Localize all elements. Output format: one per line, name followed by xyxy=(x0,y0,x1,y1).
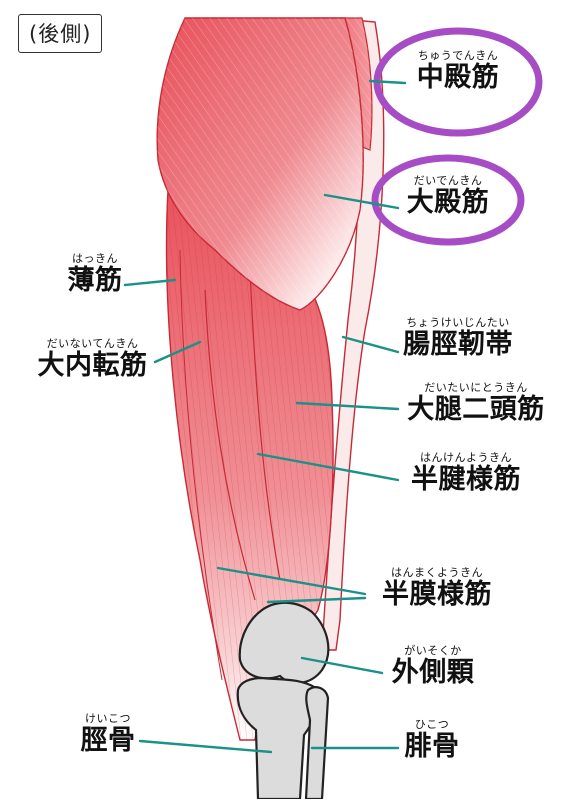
name-lateral-condyle: 外側顆 xyxy=(391,657,475,688)
name-gracilis: 薄筋 xyxy=(67,265,123,296)
name-gluteus-medius: 中殿筋 xyxy=(416,62,500,93)
name-semimembranosus: 半膜様筋 xyxy=(382,579,492,610)
label-fibula: ひこつ 腓骨 xyxy=(396,718,468,763)
ruby-fibula: ひこつ xyxy=(414,718,450,731)
label-lateral-condyle: がいそくか 外側顆 xyxy=(378,644,488,689)
label-gracilis: はっきん 薄筋 xyxy=(60,252,130,297)
label-semimembranosus: はんまくようきん 半膜様筋 xyxy=(362,566,512,611)
name-biceps-femoris: 大腿二頭筋 xyxy=(407,394,545,425)
leader-line-gluteus-medius xyxy=(368,79,407,85)
leader-line-adductor-magnus xyxy=(153,340,202,364)
leader-line-tibia xyxy=(138,739,273,754)
ruby-adductor-magnus: だいないてんきん xyxy=(46,337,139,350)
name-gluteus-maximus: 大殿筋 xyxy=(406,187,490,218)
label-iliotibial-band: ちょうけいじんたい 腸脛靭帯 xyxy=(392,316,524,361)
gluteus-maximus-shape xyxy=(156,17,364,311)
view-indicator: (後側) xyxy=(18,14,103,53)
leader-line-biceps-femoris xyxy=(295,401,400,411)
leader-line-iliotibial-band xyxy=(341,335,400,354)
ruby-semitendinosus: はんけんようきん xyxy=(420,451,512,464)
iliotibial-band-shape xyxy=(321,19,385,651)
label-tibia: けいこつ 脛骨 xyxy=(72,712,144,757)
name-fibula: 腓骨 xyxy=(404,731,460,762)
leader-line-lateral-condyle xyxy=(300,656,384,675)
name-iliotibial-band: 腸脛靭帯 xyxy=(403,329,513,360)
fibula-shape xyxy=(304,686,330,801)
ruby-iliotibial-band: ちょうけいじんたい xyxy=(406,316,510,329)
label-gluteus-maximus: だいでんきん 大殿筋 xyxy=(392,174,504,219)
ruby-gracilis: はっきん xyxy=(72,252,118,265)
name-semitendinosus: 半腱様筋 xyxy=(411,464,521,495)
label-semitendinosus: はんけんようきん 半腱様筋 xyxy=(396,451,536,496)
label-gluteus-medius: ちゅうでんきん 中殿筋 xyxy=(398,49,518,94)
ruby-lateral-condyle: がいそくか xyxy=(404,644,462,657)
ruby-gluteus-medius: ちゅうでんきん xyxy=(417,49,499,62)
ruby-gluteus-maximus: だいでんきん xyxy=(413,174,483,187)
label-adductor-magnus: だいないてんきん 大内転筋 xyxy=(30,337,155,382)
leader-line-semimembranosus-b xyxy=(266,596,367,604)
label-biceps-femoris: だいたいにとうきん 大腿二頭筋 xyxy=(396,381,556,426)
leader-line-gracilis xyxy=(123,278,177,287)
highlight-ring-gluteus-maximus xyxy=(371,154,525,246)
leader-line-semitendinosus xyxy=(256,452,400,482)
leader-line-semimembranosus-a xyxy=(216,566,367,596)
ruby-biceps-femoris: だいたいにとうきん xyxy=(424,381,528,394)
ruby-semimembranosus: はんまくようきん xyxy=(391,566,483,579)
name-tibia: 脛骨 xyxy=(80,725,136,756)
ruby-tibia: けいこつ xyxy=(85,712,131,725)
name-adductor-magnus: 大内転筋 xyxy=(37,350,148,381)
leader-line-gluteus-maximus xyxy=(323,193,400,210)
